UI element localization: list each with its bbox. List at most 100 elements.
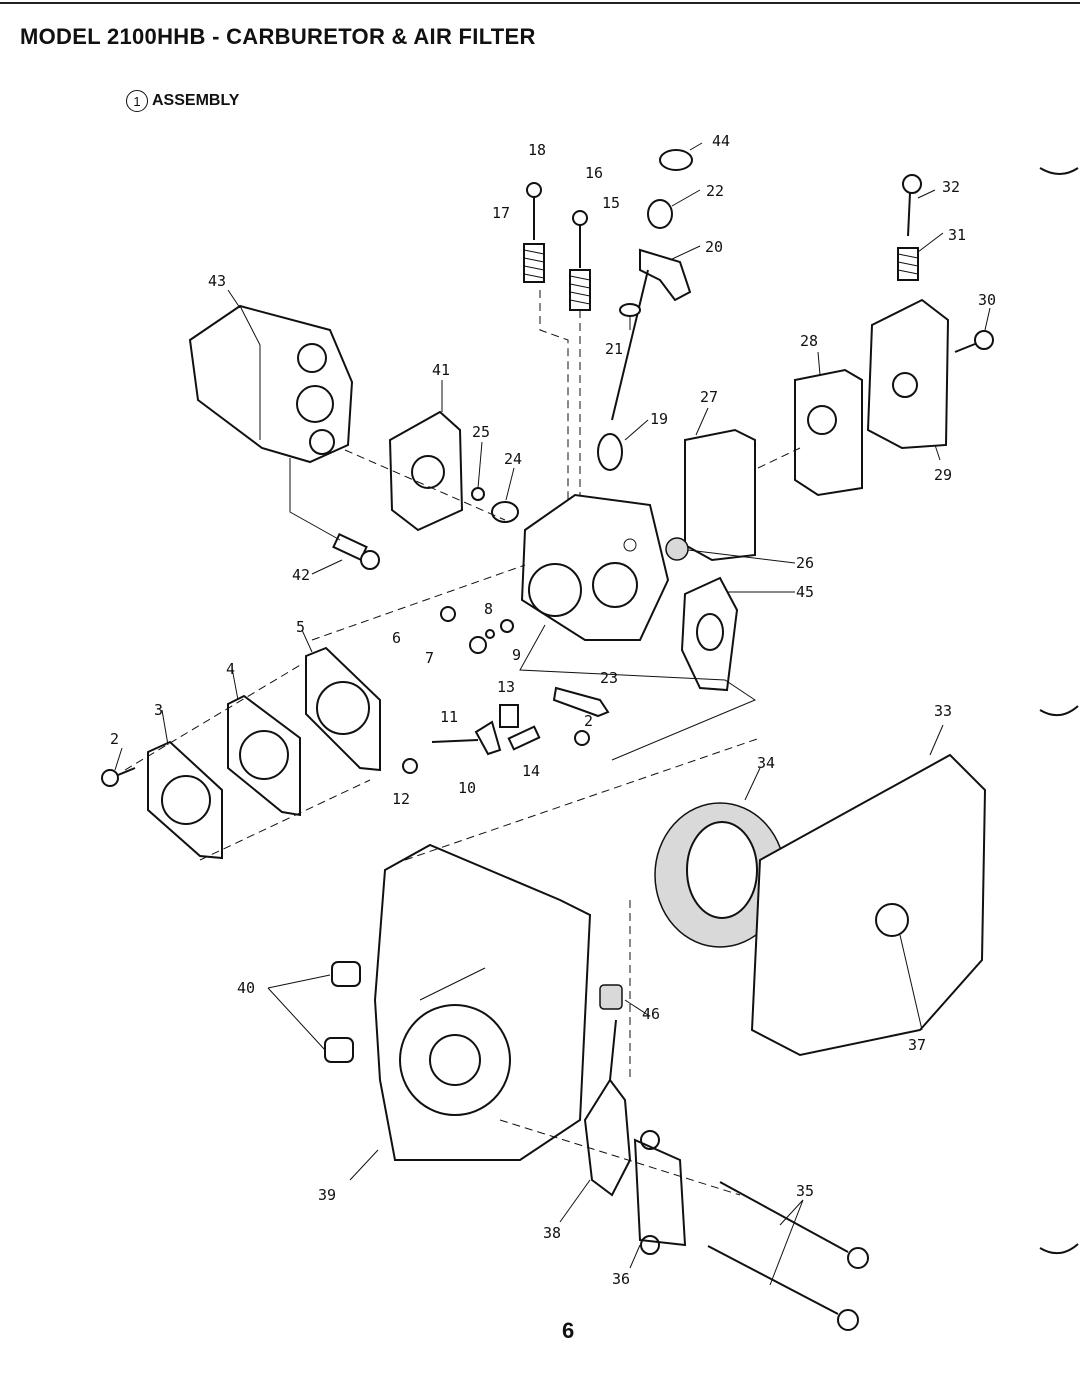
part-12-screw (402, 758, 418, 774)
callout-45: 45 (796, 583, 814, 601)
callout-23: 23 (600, 669, 618, 687)
part-38-choke-plate (583, 1019, 632, 1197)
callout-4: 4 (226, 660, 235, 678)
part-13-spring (499, 704, 519, 728)
part-16-screw (572, 210, 588, 268)
part-17-spring (523, 243, 545, 283)
part-35-screw-b (707, 1245, 859, 1331)
carburetor-body (520, 493, 670, 641)
callout-43: 43 (208, 272, 226, 290)
part-36-bracket (633, 1130, 687, 1255)
assembly-guide-lines (124, 290, 801, 1196)
page-title: MODEL 2100HHB - CARBURETOR & AIR FILTER (20, 24, 536, 49)
part-26-screen (665, 537, 689, 561)
top-rule (0, 2, 1080, 4)
callout-15: 15 (602, 194, 620, 212)
part-2-screw (101, 767, 136, 787)
callout-41: 41 (432, 361, 450, 379)
part-10-lever (474, 720, 502, 756)
callout-17: 17 (492, 204, 510, 222)
callout-18: 18 (528, 141, 546, 159)
callout-14: 14 (522, 762, 540, 780)
part-4-diaphragm (227, 694, 301, 817)
page-number: 6 (562, 1318, 575, 1343)
part-44-clip (659, 149, 693, 171)
part-28-diaphragm (794, 368, 863, 497)
callout-38: 38 (543, 1224, 561, 1242)
part-19-spring (597, 433, 623, 471)
part-30-screw (954, 330, 994, 353)
section-label: ASSEMBLY (152, 92, 240, 109)
part-40-grommet-a (331, 961, 361, 987)
callout-29: 29 (934, 466, 952, 484)
callout-34: 34 (757, 754, 775, 772)
callout-19: 19 (650, 410, 668, 428)
part-31-spring (897, 247, 919, 281)
callout-labels: 18 16 15 17 44 22 20 21 19 27 28 3 2 31 3… (110, 132, 996, 1288)
part-34-filter-element (654, 802, 786, 948)
part-45-gasket (680, 576, 739, 692)
callout-37: 37 (908, 1036, 926, 1054)
callout-39: 39 (318, 1186, 336, 1204)
part-6-plug (440, 606, 456, 622)
part-35-screw-a (719, 1181, 869, 1269)
part-39-housing (373, 843, 592, 1161)
callout-9: 9 (512, 646, 521, 664)
part-14-needle (507, 725, 541, 751)
callout-13: 13 (497, 678, 515, 696)
part-9-ring (500, 619, 514, 633)
part-7-plug (469, 636, 487, 654)
part-25-screw (471, 487, 485, 501)
part-42-fitting (332, 532, 380, 570)
part-21-washer (619, 303, 641, 317)
part-15-spring (569, 269, 591, 311)
part-22-fitting (647, 199, 673, 229)
callout-24: 24 (504, 450, 522, 468)
callout-6: 6 (392, 629, 401, 647)
callout-22: 22 (706, 182, 724, 200)
part-3-cover (147, 740, 223, 860)
callout-36: 36 (612, 1270, 630, 1288)
callout-30: 30 (978, 291, 996, 309)
callout-40: 40 (237, 979, 255, 997)
binder-marks (1039, 167, 1079, 1255)
part-46-clip (599, 984, 623, 1010)
callout-11: 11 (440, 708, 458, 726)
callout-20: 20 (705, 238, 723, 256)
leader-lines (114, 142, 991, 1286)
part-27-gasket (684, 428, 756, 562)
callout-26: 26 (796, 554, 814, 572)
callout-27: 27 (700, 388, 718, 406)
part-32-screw (902, 174, 922, 237)
callout-28: 28 (800, 332, 818, 350)
part-29-cover (866, 298, 950, 450)
callout-31: 31 (948, 226, 966, 244)
part-18-screw (526, 182, 542, 240)
callout-16: 16 (585, 164, 603, 182)
part-41-gasket (388, 410, 464, 532)
section-number-badge: 1 (126, 90, 148, 112)
part-5-gasket (305, 646, 381, 772)
part-8-clip (485, 629, 495, 639)
callout-33: 33 (934, 702, 952, 720)
callout-5: 5 (296, 618, 305, 636)
part-11-pin (431, 739, 479, 743)
callout-12: 12 (392, 790, 410, 808)
part-33-filter-cover (750, 753, 987, 1057)
callout-25: 25 (472, 423, 490, 441)
callout-21: 21 (605, 340, 623, 358)
callout-44: 44 (712, 132, 730, 150)
part-40-grommet-b (324, 1037, 354, 1063)
callout-3: 3 (154, 701, 163, 719)
callout-35: 35 (796, 1182, 814, 1200)
callout-2b: 2 (584, 712, 593, 730)
callout-10: 10 (458, 779, 476, 797)
part-2b-screw (574, 730, 590, 746)
part-23-plate (552, 686, 610, 718)
callout-46: 46 (642, 1005, 660, 1023)
callout-42: 42 (292, 566, 310, 584)
part-20-lever (611, 248, 692, 421)
callout-7: 7 (425, 649, 434, 667)
section-heading: 1 ASSEMBLY (126, 90, 239, 112)
